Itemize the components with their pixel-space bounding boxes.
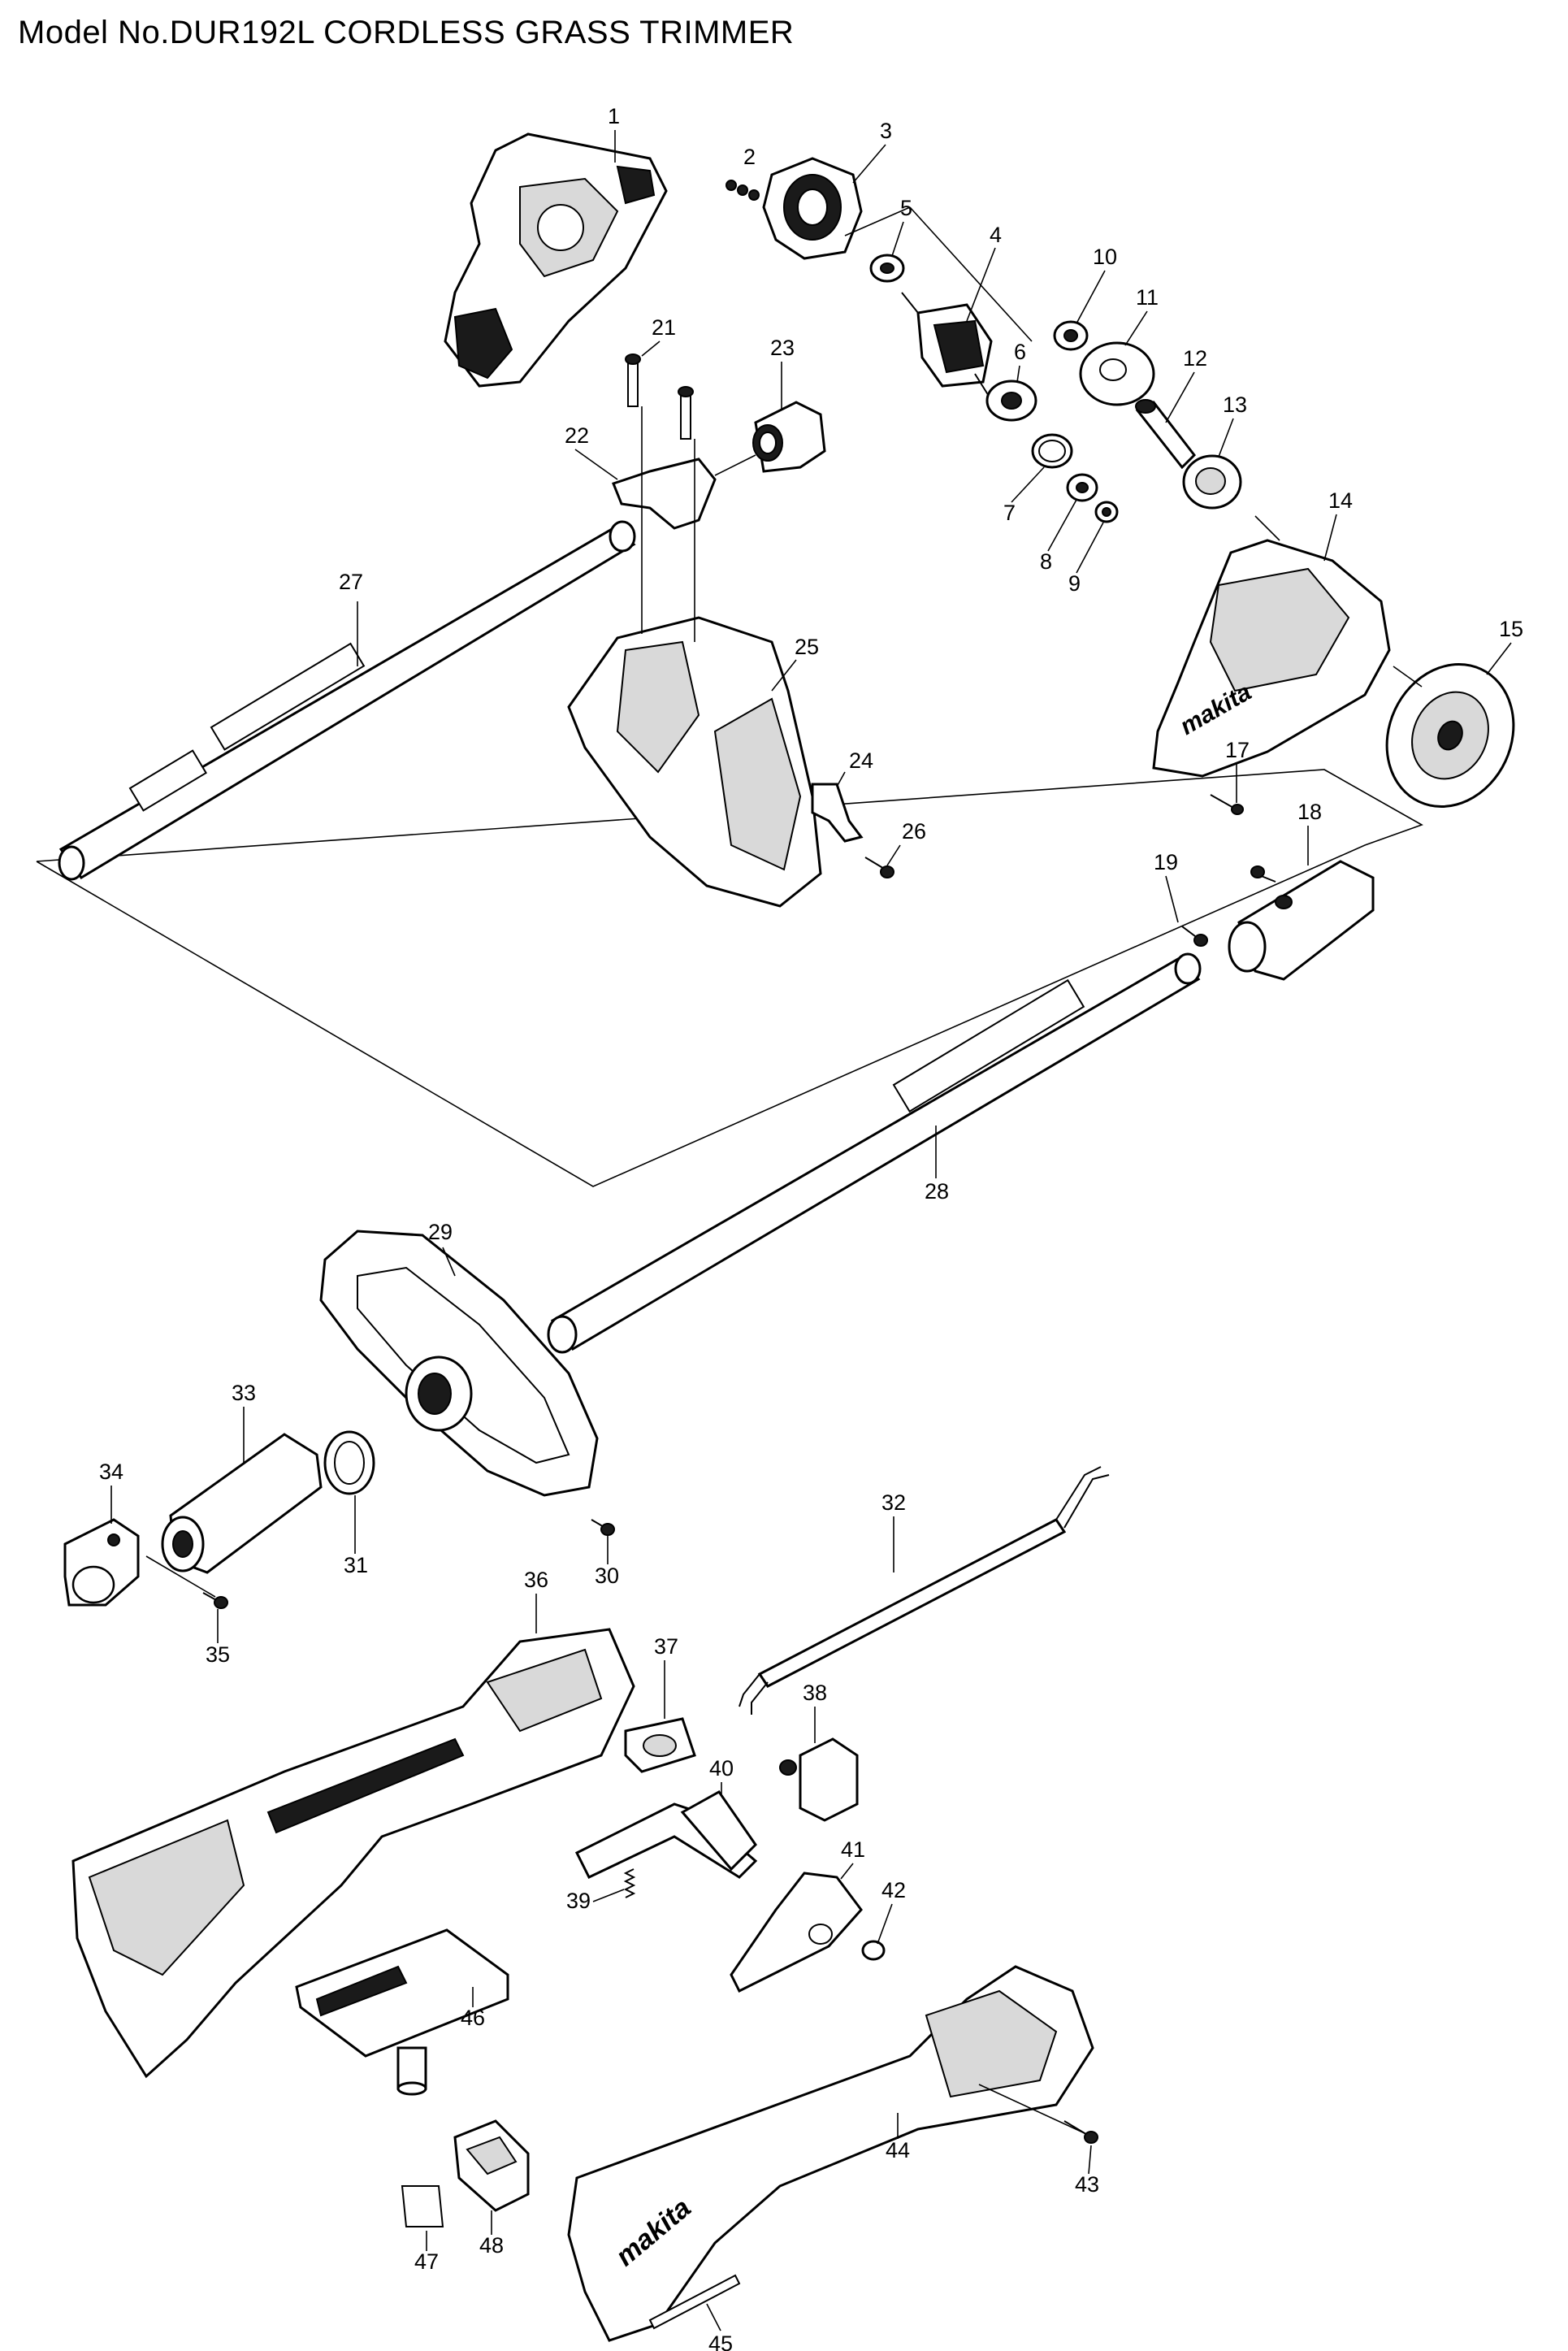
callout-43: 43 xyxy=(1075,2172,1099,2197)
callout-34: 34 xyxy=(99,1460,123,1484)
part-15-disc xyxy=(1385,662,1515,809)
callout-35: 35 xyxy=(206,1642,230,1667)
part-42-spring xyxy=(861,1940,886,1961)
callout-22: 22 xyxy=(565,423,589,448)
assembly-outline xyxy=(36,769,1423,1187)
part-32-wiring xyxy=(739,1466,1110,1715)
callout-17: 17 xyxy=(1225,738,1250,762)
part-21-bolts xyxy=(625,354,694,440)
part-38-switch xyxy=(779,1737,859,1822)
callout-38: 38 xyxy=(803,1681,827,1705)
callout-26: 26 xyxy=(902,819,926,844)
part-11-gear xyxy=(1079,341,1155,406)
part-4-rotor xyxy=(901,292,996,407)
part-22-bracket xyxy=(612,458,717,530)
callout-18: 18 xyxy=(1297,800,1322,824)
part-29-loop-handle xyxy=(319,1230,599,1497)
callout-33: 33 xyxy=(232,1381,256,1405)
part-28-shaft xyxy=(547,952,1202,1354)
callout-21: 21 xyxy=(652,315,676,340)
part-18-screw xyxy=(1250,865,1276,883)
part-33-grip xyxy=(161,1433,323,1574)
part-17-screw xyxy=(1210,794,1244,815)
part-10-bearing xyxy=(1053,320,1089,351)
callout-39: 39 xyxy=(566,1889,591,1913)
callout-4: 4 xyxy=(990,223,1002,247)
part-34-bracket xyxy=(63,1518,140,1607)
part-46-controller xyxy=(295,1928,509,2096)
part-1-motor-housing xyxy=(444,132,668,388)
part-2-screws xyxy=(726,180,760,201)
callout-7: 7 xyxy=(1003,501,1016,525)
part-30-screw xyxy=(591,1519,615,1536)
part-47-label xyxy=(401,2185,444,2227)
part-26-screw xyxy=(864,857,894,878)
callout-15: 15 xyxy=(1499,617,1523,641)
part-36-main-housing xyxy=(71,1628,635,2079)
part-18-clamp xyxy=(1228,860,1375,981)
callout-14: 14 xyxy=(1328,488,1353,513)
part-6-bearing xyxy=(985,380,1037,422)
part-31-clamp-ring xyxy=(323,1430,375,1495)
callout-30: 30 xyxy=(595,1564,619,1588)
callout-37: 37 xyxy=(654,1634,678,1659)
part-9-nut xyxy=(1094,501,1119,523)
diagram-title: Model No.DUR192L CORDLESS GRASS TRIMMER xyxy=(18,15,795,50)
callout-45: 45 xyxy=(708,2331,733,2351)
callout-23: 23 xyxy=(770,336,795,360)
part-23-clamp xyxy=(752,401,826,473)
callout-44: 44 xyxy=(886,2138,910,2162)
callout-12: 12 xyxy=(1183,346,1207,371)
part-12-spindle xyxy=(1135,399,1196,470)
part-48-terminal xyxy=(453,2119,530,2212)
callout-19: 19 xyxy=(1154,850,1178,874)
part-41-trigger xyxy=(730,1872,863,1993)
callout-25: 25 xyxy=(795,635,819,659)
callout-36: 36 xyxy=(524,1568,548,1592)
part-19-screw xyxy=(1181,926,1208,947)
part-13-bearing xyxy=(1182,454,1242,510)
part-25-cover xyxy=(567,616,822,908)
callout-42: 42 xyxy=(881,1878,906,1902)
part-39-spring xyxy=(623,1868,636,1898)
part-40-lever xyxy=(574,1790,758,1879)
callout-10: 10 xyxy=(1093,245,1117,269)
part-37-pad xyxy=(624,1717,696,1773)
part-14-guard: makita xyxy=(1152,539,1391,778)
callout-5: 5 xyxy=(900,196,912,220)
callout-31: 31 xyxy=(344,1553,368,1577)
callout-2: 2 xyxy=(743,145,756,169)
part-27-shaft xyxy=(58,520,636,881)
part-8-spacer xyxy=(1066,473,1098,502)
part-7-ring xyxy=(1031,433,1073,469)
part-5-bearing xyxy=(869,254,905,283)
callout-28: 28 xyxy=(925,1179,949,1204)
callout-40: 40 xyxy=(709,1756,734,1781)
callout-11: 11 xyxy=(1136,285,1159,310)
callout-24: 24 xyxy=(849,748,873,773)
callout-32: 32 xyxy=(881,1490,906,1515)
callout-8: 8 xyxy=(1040,549,1052,574)
callout-41: 41 xyxy=(841,1837,865,1862)
callout-3: 3 xyxy=(880,119,892,143)
callout-47: 47 xyxy=(414,2249,439,2274)
part-24-plate xyxy=(811,783,864,843)
callout-13: 13 xyxy=(1223,393,1247,417)
part-35-screw xyxy=(202,1592,228,1609)
part-44-housing-cover: makita xyxy=(567,1965,1094,2342)
callout-1: 1 xyxy=(608,104,620,128)
callout-6: 6 xyxy=(1014,340,1026,364)
callout-9: 9 xyxy=(1068,571,1081,596)
part-45-label xyxy=(648,2274,741,2330)
callout-46: 46 xyxy=(461,2006,485,2030)
callout-27: 27 xyxy=(339,570,363,594)
part-3-stator xyxy=(762,157,863,260)
callout-29: 29 xyxy=(428,1220,453,1244)
callout-48: 48 xyxy=(479,2233,504,2258)
